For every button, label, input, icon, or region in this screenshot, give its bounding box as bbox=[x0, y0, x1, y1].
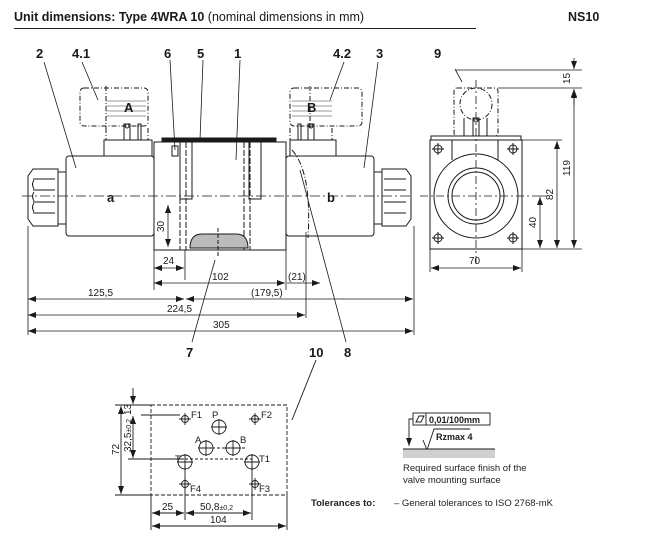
item-7-label: 7 bbox=[186, 345, 193, 360]
side-dimensions bbox=[429, 58, 582, 272]
dim-224-5: 224,5 bbox=[167, 304, 192, 315]
surface-finish-caption: Required surface finish of the valve mou… bbox=[403, 463, 527, 486]
left-plug bbox=[79, 86, 149, 140]
solenoid-a-label: a bbox=[107, 190, 115, 205]
header-title: Unit dimensions: Type 4WRA 10 (nominal d… bbox=[14, 10, 365, 24]
surface-finish-symbol bbox=[403, 412, 495, 458]
plug-b-label: B bbox=[307, 100, 316, 115]
dim-32-5: 32,5±0,2 bbox=[123, 419, 134, 452]
tolerances-value: – General tolerances to ISO 2768-mK bbox=[394, 498, 553, 509]
dim-72: 72 bbox=[111, 443, 122, 455]
port-p-label: P bbox=[212, 410, 218, 421]
right-plug bbox=[289, 86, 363, 140]
port-f1-label: F1 bbox=[191, 410, 202, 421]
flatness-tolerance: 0,01/100mm bbox=[429, 415, 480, 425]
item-labels: 2 4.1 6 5 1 4.2 3 7 8 10 9 bbox=[36, 46, 441, 360]
side-view bbox=[420, 80, 540, 264]
dim-50-8: 50,8±0,2 bbox=[200, 502, 233, 513]
item-1-label: 1 bbox=[234, 46, 241, 61]
item-8-label: 8 bbox=[344, 345, 351, 360]
roughness-value: Rzmax 4 bbox=[436, 432, 473, 442]
port-t1-label: T1 bbox=[259, 454, 270, 465]
fixing-holes bbox=[179, 413, 261, 490]
dim-70: 70 bbox=[469, 256, 481, 267]
port-holes bbox=[177, 419, 260, 470]
dim-82: 82 bbox=[545, 188, 556, 200]
dim-179-5: (179,5) bbox=[251, 288, 283, 299]
mounting-face bbox=[115, 359, 317, 530]
port-b-label: B bbox=[240, 435, 246, 446]
dim-305: 305 bbox=[213, 320, 230, 331]
port-t-label: T bbox=[175, 454, 181, 465]
dim-21: (21) bbox=[288, 272, 306, 283]
port-f2-label: F2 bbox=[261, 410, 272, 421]
item-4-2-label: 4.2 bbox=[333, 46, 351, 61]
right-manual-override-nut bbox=[373, 168, 412, 227]
item-5-label: 5 bbox=[197, 46, 204, 61]
dim-125-5: 125,5 bbox=[88, 288, 113, 299]
solenoid-b-label: b bbox=[327, 190, 335, 205]
front-view bbox=[22, 86, 412, 258]
mounting-face-labels: F1 F2 F3 F4 P A B T T1 bbox=[175, 410, 272, 495]
tolerances-label: Tolerances to: bbox=[311, 498, 376, 509]
plug-a-label: A bbox=[124, 100, 134, 115]
dim-25: 25 bbox=[162, 502, 174, 513]
item-4-1-label: 4.1 bbox=[72, 46, 90, 61]
dim-24: 24 bbox=[163, 256, 175, 267]
size-code: NS10 bbox=[568, 10, 600, 24]
port-f3-label: F3 bbox=[259, 484, 270, 495]
item-2-label: 2 bbox=[36, 46, 43, 61]
dim-30: 30 bbox=[156, 220, 167, 232]
dim-40: 40 bbox=[528, 216, 539, 228]
item-3-label: 3 bbox=[376, 46, 383, 61]
dim-13: 13 bbox=[123, 403, 134, 415]
port-a-label: A bbox=[195, 435, 202, 446]
dim-15: 15 bbox=[562, 72, 573, 84]
front-dimensions bbox=[27, 205, 415, 335]
page-header: Unit dimensions: Type 4WRA 10 (nominal d… bbox=[14, 10, 476, 29]
dim-119: 119 bbox=[562, 160, 573, 176]
left-manual-override-nut bbox=[27, 168, 67, 227]
item-6-label: 6 bbox=[164, 46, 171, 61]
side-fixing-holes bbox=[432, 143, 519, 244]
item-9-label: 9 bbox=[434, 46, 441, 61]
port-f4-label: F4 bbox=[190, 484, 201, 495]
dim-104: 104 bbox=[210, 515, 227, 526]
dim-102: 102 bbox=[212, 272, 229, 283]
item-10-label: 10 bbox=[309, 345, 323, 360]
